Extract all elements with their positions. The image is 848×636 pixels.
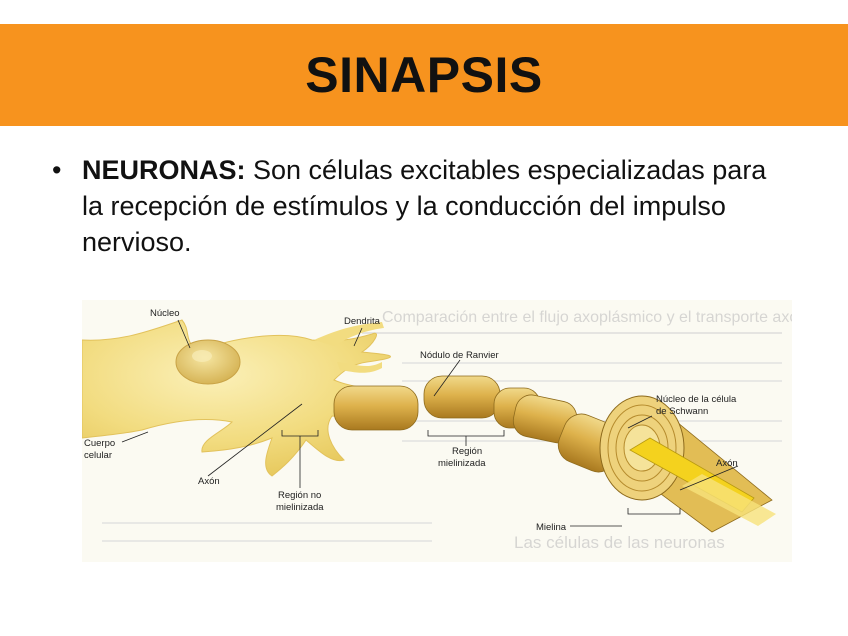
slide-title: SINAPSIS: [305, 46, 542, 104]
label-axon-right: Axón: [716, 458, 738, 469]
label-region-mielinizada-2: mielinizada: [438, 458, 486, 469]
label-mielina: Mielina: [536, 522, 567, 533]
label-nucleo: Núcleo: [150, 308, 180, 319]
label-nodulo-ranvier: Nódulo de Ranvier: [420, 350, 499, 361]
bullet-term: NEURONAS:: [82, 155, 246, 185]
bullet-dot: •: [52, 152, 82, 260]
label-region-no-1: Región no: [278, 490, 321, 501]
neuron-diagram: Comparación entre el flujo axoplásmico y…: [82, 300, 792, 562]
label-dendrita: Dendrita: [344, 316, 381, 327]
label-schwann-2: de Schwann: [656, 406, 708, 417]
label-region-no-2: mielinizada: [276, 502, 324, 513]
bullet-item: • NEURONAS: Son células excitables espec…: [52, 152, 772, 260]
bullet-text: NEURONAS: Son células excitables especia…: [82, 152, 772, 260]
label-region-mielinizada-1: Región: [452, 446, 482, 457]
label-cuerpo: Cuerpo: [84, 438, 115, 449]
neuron-figure: Comparación entre el flujo axoplásmico y…: [82, 300, 792, 562]
background-heading: Comparación entre el flujo axoplásmico y…: [382, 309, 792, 326]
title-bar: SINAPSIS: [0, 24, 848, 126]
background-bottom-text: Las células de las neuronas: [514, 533, 725, 552]
label-axon-left: Axón: [198, 476, 220, 487]
label-celular: celular: [84, 450, 112, 461]
nucleus: [176, 340, 240, 384]
label-schwann-1: Núcleo de la célula: [656, 394, 737, 405]
